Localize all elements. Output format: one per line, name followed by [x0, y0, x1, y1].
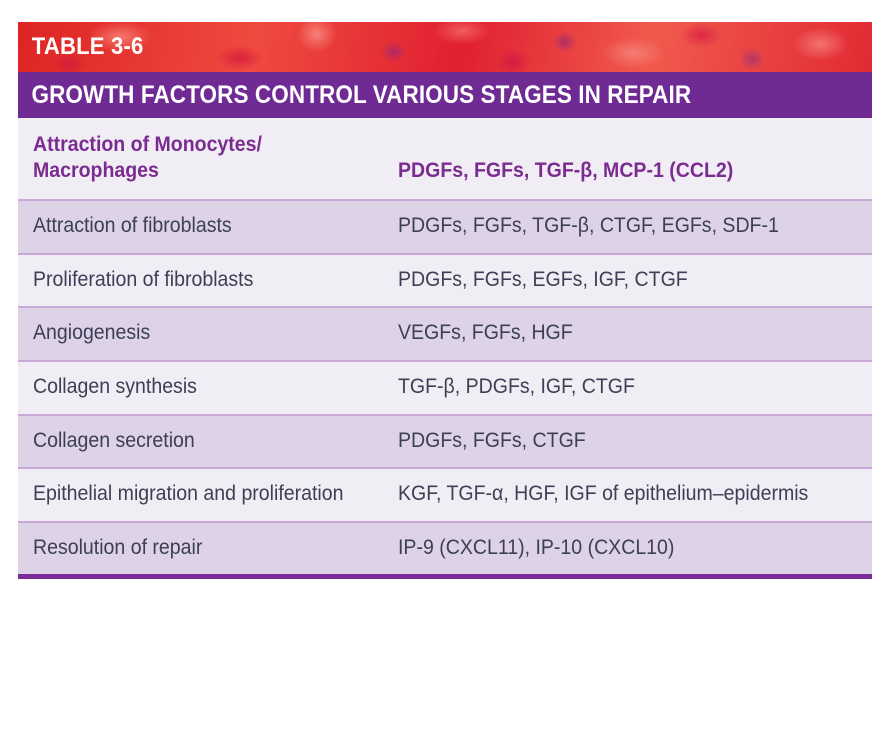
process-text: Collagen secretion: [33, 428, 195, 452]
header-cell-factors: PDGFs, FGFs, TGF-β, MCP-1 (CCL2): [383, 118, 872, 200]
table-label-band: TABLE 3-6: [18, 22, 872, 72]
table-row: Epithelial migration and proliferation K…: [18, 467, 872, 522]
header-process-line1: Attraction of Monocytes/: [33, 133, 262, 156]
table-row: Collagen secretion PDGFs, FGFs, CTGF: [18, 413, 872, 469]
cell-process: Angiogenesis: [18, 306, 383, 362]
cell-factors: PDGFs, FGFs, TGF-β, CTGF, EGFs, SDF-1: [383, 199, 872, 254]
cell-factors: TGF-β, PDGFs, IGF, CTGF: [383, 360, 872, 415]
cell-factors: VEGFs, FGFs, HGF: [383, 306, 872, 362]
table-row: Angiogenesis VEGFs, FGFs, HGF: [18, 306, 872, 362]
cell-factors: PDGFs, FGFs, CTGF: [383, 413, 872, 469]
cell-factors: IP-9 (CXCL11), IP-10 (CXCL10): [383, 520, 872, 575]
table-caption: GROWTH FACTORS CONTROL VARIOUS STAGES IN…: [31, 81, 692, 109]
cell-process: Collagen secretion: [18, 413, 383, 469]
cell-process: Resolution of repair: [18, 520, 383, 575]
process-text: Resolution of repair: [33, 535, 203, 559]
factors-text: KGF, TGF-α, HGF, IGF of epithelium–epide…: [398, 482, 809, 506]
cell-process: Collagen synthesis: [18, 360, 383, 415]
factors-text: PDGFs, FGFs, EGFs, IGF, CTGF: [398, 267, 688, 291]
table-body: Attraction of Monocytes/ Macrophages PDG…: [18, 118, 872, 575]
table-row: Collagen synthesis TGF-β, PDGFs, IGF, CT…: [18, 360, 872, 415]
table-bottom-rule: [18, 574, 872, 580]
cell-factors: KGF, TGF-α, HGF, IGF of epithelium–epide…: [383, 467, 872, 522]
factors-text: PDGFs, FGFs, CTGF: [398, 428, 586, 452]
factors-text: VEGFs, FGFs, HGF: [398, 321, 573, 345]
header-cell-process: Attraction of Monocytes/ Macrophages: [18, 118, 383, 200]
header-process-line2: Macrophages: [33, 158, 159, 182]
table-label: TABLE 3-6: [31, 33, 144, 60]
cell-process: Attraction of fibroblasts: [18, 199, 383, 254]
process-text: Angiogenesis: [33, 321, 151, 345]
table-header-row: Attraction of Monocytes/ Macrophages PDG…: [18, 118, 872, 201]
header-factors-text: PDGFs, FGFs, TGF-β, MCP-1 (CCL2): [398, 158, 734, 182]
process-text: Proliferation of fibroblasts: [33, 267, 254, 291]
table-3-6-card: TABLE 3-6 GROWTH FACTORS CONTROL VARIOUS…: [18, 22, 872, 580]
cell-process: Proliferation of fibroblasts: [18, 252, 383, 308]
cell-factors: PDGFs, FGFs, EGFs, IGF, CTGF: [383, 252, 872, 308]
factors-text: PDGFs, FGFs, TGF-β, CTGF, EGFs, SDF-1: [398, 214, 779, 238]
process-text: Collagen synthesis: [33, 375, 197, 399]
factors-text: TGF-β, PDGFs, IGF, CTGF: [398, 375, 635, 399]
histology-texture-image: [18, 22, 872, 72]
cell-process: Epithelial migration and proliferation: [18, 467, 383, 522]
process-text: Attraction of fibroblasts: [33, 214, 232, 238]
table-row: Proliferation of fibroblasts PDGFs, FGFs…: [18, 252, 872, 308]
growth-factors-table: Attraction of Monocytes/ Macrophages PDG…: [18, 118, 872, 575]
table-row: Resolution of repair IP-9 (CXCL11), IP-1…: [18, 520, 872, 575]
table-row: Attraction of fibroblasts PDGFs, FGFs, T…: [18, 199, 872, 254]
factors-text: IP-9 (CXCL11), IP-10 (CXCL10): [398, 535, 675, 559]
process-text: Epithelial migration and proliferation: [33, 482, 344, 506]
table-caption-band: GROWTH FACTORS CONTROL VARIOUS STAGES IN…: [18, 72, 872, 118]
